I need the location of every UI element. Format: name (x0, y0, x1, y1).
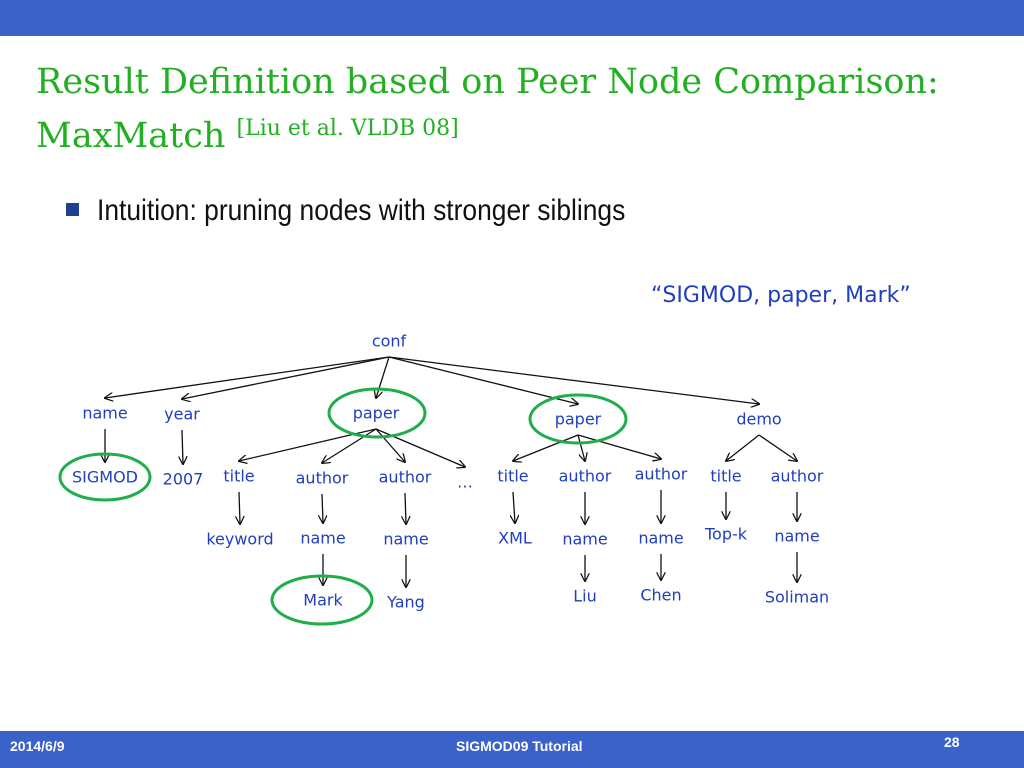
square-bullet-icon (66, 203, 79, 216)
edge-conf-demo (388, 356, 759, 404)
tree-node-year: year (164, 405, 200, 424)
tree-node-yang: Yang (386, 593, 425, 612)
footer-event: SIGMOD09 Tutorial (456, 738, 583, 754)
edge-paper1-ellipsis (375, 428, 465, 467)
highlight-mark (270, 574, 374, 626)
tree-node-author1: author (296, 469, 349, 488)
tree-node-paper1: paper (353, 404, 400, 423)
tree-node-paper2: paper (555, 410, 602, 429)
tree-node-soliman: Soliman (765, 588, 829, 607)
edge-conf-paper2 (388, 356, 578, 404)
edge-demo-title3 (726, 434, 760, 461)
tree-node-author4: author (635, 465, 688, 484)
tree-node-chen: Chen (640, 586, 681, 605)
footer-date: 2014/6/9 (10, 738, 65, 754)
top-banner (0, 0, 1024, 36)
bullet-item: Intuition: pruning nodes with stronger s… (66, 194, 697, 228)
tree-node-name1: name (82, 404, 127, 423)
tree-node-y2007: 2007 (163, 470, 204, 489)
tree-node-author2: author (379, 468, 432, 487)
tree-edges (105, 356, 797, 587)
tree-node-demo: demo (736, 410, 781, 429)
highlight-paper2 (528, 393, 628, 445)
slide-title-main: MaxMatch (36, 116, 226, 156)
edge-demo-author5 (758, 434, 797, 461)
tree-node-name2: name (300, 529, 345, 548)
tree-node-title2: title (497, 467, 528, 486)
slide-title-line2: MaxMatch [Liu et al. VLDB 08] (36, 116, 459, 156)
edge-paper2-title2 (513, 434, 579, 461)
tree-node-name3: name (383, 530, 428, 549)
edge-conf-year (182, 356, 390, 399)
keyword-query: “SIGMOD, paper, Mark” (651, 283, 911, 308)
tree-node-conf: conf (372, 332, 407, 351)
tree-node-ellipsis: … (457, 473, 473, 492)
highlight-sigmod (58, 452, 152, 502)
edge-title2-xml (513, 491, 515, 523)
tree-node-topk: Top-k (704, 525, 748, 544)
bullet-text: Intuition: pruning nodes with stronger s… (97, 194, 626, 227)
edge-conf-name1 (105, 356, 390, 398)
edge-conf-paper1 (376, 356, 390, 398)
tree-node-sigmod: SIGMOD (72, 468, 138, 487)
edge-author2-name3 (405, 492, 406, 524)
tree-node-name6: name (774, 527, 819, 546)
edge-paper1-author1 (322, 428, 377, 463)
tree-node-name4: name (562, 530, 607, 549)
title-citation: [Liu et al. VLDB 08] (236, 116, 459, 141)
tree-node-author3: author (559, 467, 612, 486)
slide-title-line1: Result Definition based on Peer Node Com… (36, 62, 939, 102)
edge-title1-keyword (239, 491, 240, 524)
tree-node-title1: title (223, 467, 254, 486)
edge-paper1-author2 (375, 428, 405, 462)
tree-node-title3: title (710, 467, 741, 486)
edge-year-y2007 (182, 429, 183, 464)
tree-highlights (58, 387, 628, 626)
tree-node-xml: XML (498, 529, 532, 548)
highlight-paper1 (327, 387, 427, 439)
tree-node-liu: Liu (573, 587, 597, 606)
edge-paper2-author4 (577, 434, 661, 459)
tree-node-name5: name (638, 529, 683, 548)
footer-page-number: 28 (944, 734, 960, 750)
tree-node-author5: author (771, 467, 824, 486)
tree-node-keyword: keyword (206, 530, 273, 549)
tree-node-mark: Mark (303, 591, 343, 610)
bottom-banner (0, 731, 1024, 768)
edge-author1-name2 (322, 493, 323, 523)
edge-paper2-author3 (577, 434, 585, 461)
